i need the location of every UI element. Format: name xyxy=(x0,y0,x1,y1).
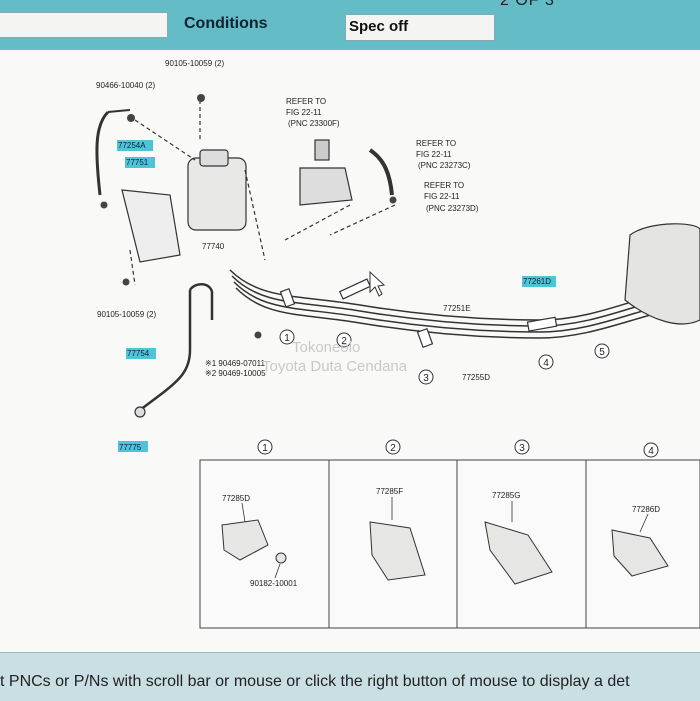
search-field[interactable] xyxy=(0,12,168,38)
callout-number: 4 xyxy=(543,358,549,369)
spec-field[interactable]: Spec off xyxy=(345,14,495,41)
page-indicator: 2 OF 3 xyxy=(500,0,555,9)
ref-line: FIG 22-11 xyxy=(286,108,322,117)
clip-part-1 xyxy=(221,519,269,561)
panel-number: 1 xyxy=(262,443,268,454)
pnc-highlight[interactable]: 77261D xyxy=(523,277,551,286)
mouse-cursor-icon xyxy=(369,270,386,297)
ref-line[interactable]: (PNC 23273C) xyxy=(418,161,471,170)
vsv-valve xyxy=(299,167,353,206)
pnc-highlight[interactable]: 77754 xyxy=(127,349,150,358)
conditions-label[interactable]: Conditions xyxy=(184,15,268,32)
callout-number: 2 xyxy=(341,336,347,347)
pnc-highlight[interactable]: 77254A xyxy=(118,141,146,150)
ref-line: REFER TO xyxy=(424,181,464,190)
bolt-icon xyxy=(127,114,135,122)
watermark-text: Toyota Duta Cendana xyxy=(262,358,408,375)
ref-line[interactable]: (PNC 23273D) xyxy=(426,204,479,213)
pnc-label[interactable]: 90182-10001 xyxy=(250,579,298,588)
bolt-icon xyxy=(389,196,397,204)
panel-number: 2 xyxy=(390,443,396,454)
pnc-label[interactable]: 77251E xyxy=(443,304,471,313)
ref-line: REFER TO xyxy=(416,139,456,148)
fuel-tank xyxy=(624,223,700,325)
status-message: t PNCs or P/Ns with scroll bar or mouse … xyxy=(0,673,630,690)
bolt-icon xyxy=(100,201,108,209)
pnc-label[interactable]: 77255D xyxy=(462,373,490,382)
ref-line: FIG 22-11 xyxy=(424,192,460,201)
label-top-bolt[interactable]: 90105-10059 (2) xyxy=(165,59,224,68)
ref-line: REFER TO xyxy=(286,97,326,106)
clamp-part-label[interactable]: ※2 90469-10005 xyxy=(205,369,266,378)
diagram-svg: 90105-10059 (2) 90466-10040 (2) REFER TO… xyxy=(95,59,700,629)
canister-bracket xyxy=(121,189,181,263)
ref-line: FIG 22-11 xyxy=(416,150,452,159)
callout-number: 3 xyxy=(423,373,429,384)
clip-part-2 xyxy=(369,521,426,581)
pnc-highlight[interactable]: 77775 xyxy=(119,443,142,452)
label-bracket-bolt[interactable]: 90105-10059 (2) xyxy=(97,310,156,319)
bolt-icon xyxy=(122,278,130,286)
status-bar: t PNCs or P/Ns with scroll bar or mouse … xyxy=(0,652,700,701)
clip-part-3 xyxy=(484,521,553,585)
pnc-label[interactable]: 77285D xyxy=(222,494,250,503)
pnc-label[interactable]: 77740 xyxy=(202,242,225,251)
vent-hose xyxy=(95,110,110,196)
nut-icon xyxy=(275,552,287,564)
clip-part-4 xyxy=(611,529,669,577)
top-toolbar: Conditions Spec off 2 OF 3 xyxy=(0,0,700,50)
charcoal-canister xyxy=(187,157,247,231)
label-top-clip[interactable]: 90466-10040 (2) xyxy=(96,81,155,90)
callout-number: 1 xyxy=(284,333,290,344)
panel-number: 3 xyxy=(519,443,525,454)
parts-diagram[interactable]: 90105-10059 (2) 90466-10040 (2) REFER TO… xyxy=(0,50,700,652)
pnc-highlight[interactable]: 77751 xyxy=(126,158,149,167)
pnc-label[interactable]: 77286D xyxy=(632,505,660,514)
watermark-text: Tokoneolo xyxy=(292,339,360,356)
pnc-label[interactable]: 77285F xyxy=(376,487,403,496)
pnc-label[interactable]: 77285G xyxy=(492,491,520,500)
callout-number: 5 xyxy=(599,347,605,358)
ref-line[interactable]: (PNC 23300F) xyxy=(288,119,340,128)
lower-hose xyxy=(139,290,192,411)
panel-number: 4 xyxy=(648,446,654,457)
spec-value: Spec off xyxy=(349,18,409,35)
bolt-icon xyxy=(254,331,262,339)
clamp-part-label[interactable]: ※1 90469-07011 xyxy=(205,359,265,368)
bolt-icon xyxy=(197,94,205,102)
